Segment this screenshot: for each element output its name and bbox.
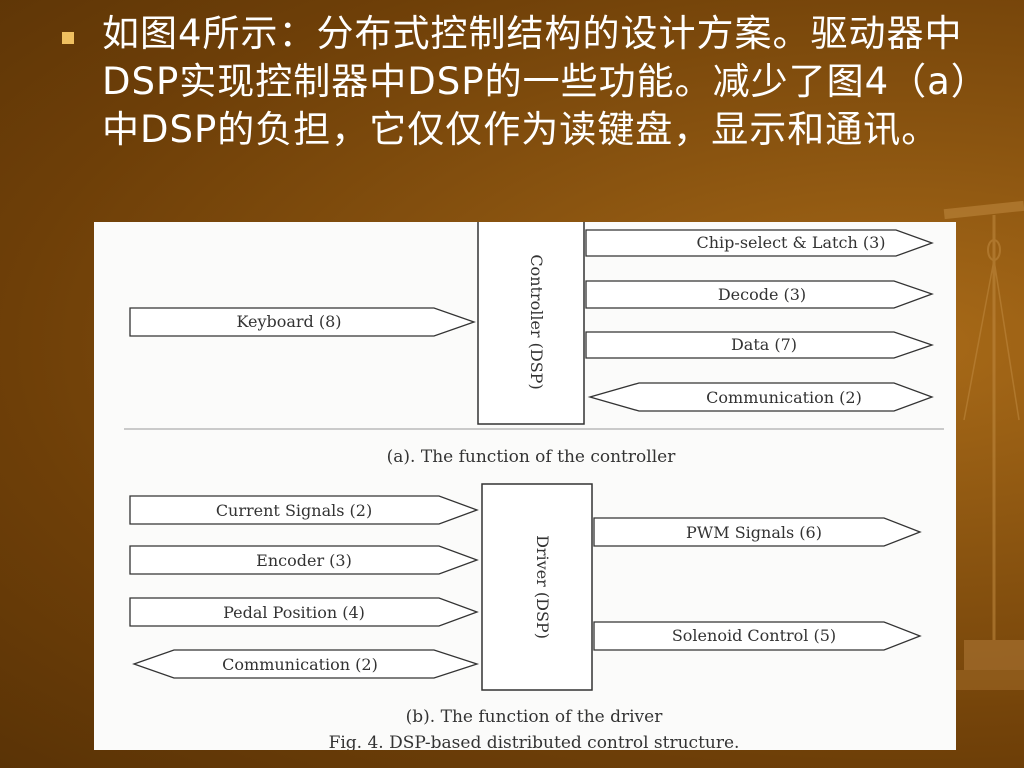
figure-title: Fig. 4. DSP-based distributed control st… — [329, 733, 740, 750]
solenoid-control-arrow — [593, 621, 922, 651]
encoder-arrow — [129, 545, 479, 575]
pedal-position-label: Pedal Position (4) — [223, 603, 365, 622]
bullet-text: 如图4所示：分布式控制结构的设计方案。驱动器中DSP实现控制器中DSP的一些功能… — [102, 12, 989, 151]
communication-a-arrow — [587, 382, 934, 412]
keyboard-label: Keyboard (8) — [236, 312, 341, 331]
scale-decoration — [943, 200, 1024, 690]
chip-select-label: Chip-select & Latch (3) — [697, 233, 886, 252]
data-arrow — [585, 331, 935, 359]
pwm-signals-label: PWM Signals (6) — [686, 523, 822, 542]
decode-arrow — [585, 280, 934, 309]
bullet-square-icon — [62, 32, 74, 44]
communication-b-arrow — [132, 649, 480, 679]
solenoid-control-label: Solenoid Control (5) — [672, 626, 836, 645]
pwm-signals-arrow — [593, 517, 922, 547]
driver-label: Driver (DSP) — [533, 535, 552, 639]
current-signals-label: Current Signals (2) — [216, 501, 372, 520]
keyboard-arrow — [129, 307, 476, 337]
pedal-position-arrow — [129, 597, 479, 627]
caption-b: (b). The function of the driver — [406, 707, 664, 727]
current-signals-arrow — [129, 495, 479, 525]
communication-b-label: Communication (2) — [222, 655, 378, 674]
chip-select-arrow — [585, 229, 934, 257]
decode-label: Decode (3) — [718, 285, 806, 304]
communication-a-label: Communication (2) — [706, 388, 862, 407]
controller-label: Controller (DSP) — [527, 254, 546, 389]
data-label: Data (7) — [731, 335, 797, 354]
caption-a: (a). The function of the controller — [387, 447, 677, 467]
figure-diagram: Controller (DSP) Keyboard (8) Chip-selec… — [94, 222, 956, 750]
driver-box — [481, 483, 593, 691]
encoder-label: Encoder (3) — [256, 551, 352, 570]
controller-box — [477, 222, 585, 425]
